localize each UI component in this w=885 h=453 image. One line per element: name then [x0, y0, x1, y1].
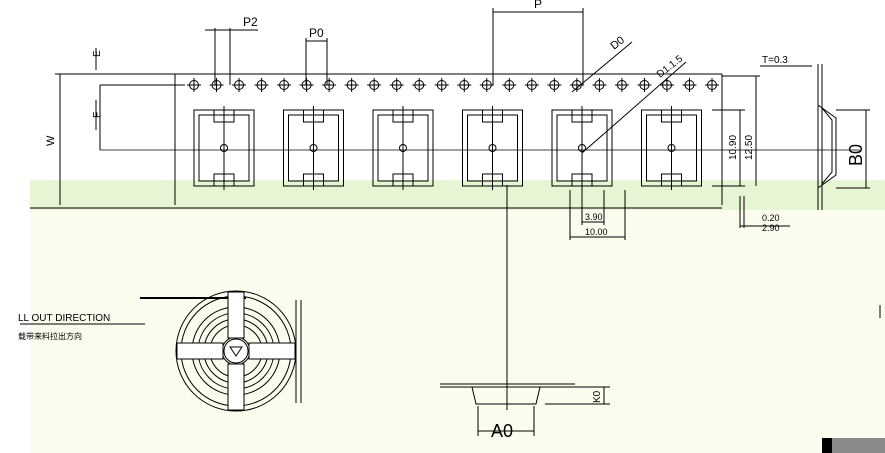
sprocket-hole — [434, 78, 449, 92]
sprocket-hole — [569, 78, 584, 92]
sprocket-hole — [367, 78, 382, 92]
sprocket-hole — [705, 78, 719, 92]
green-band — [30, 180, 885, 210]
lower-panel — [30, 205, 885, 453]
sprocket-hole — [682, 78, 697, 92]
e-label: E — [92, 50, 103, 57]
sprocket-hole — [209, 78, 224, 92]
corner-block-dark — [822, 438, 832, 453]
b0-label: B0 — [846, 144, 866, 166]
dim-10-00: 10.00 — [585, 227, 608, 237]
hole-leaders — [571, 41, 687, 154]
sprocket-hole — [659, 78, 674, 92]
sprocket-hole — [547, 78, 562, 92]
pocket — [372, 106, 434, 190]
sprocket-hole — [232, 78, 247, 92]
f-label: F — [92, 112, 103, 118]
dim-0-20: 0.20 — [762, 213, 780, 223]
dim-2-90: 2.90 — [762, 223, 780, 233]
p2-dimension — [205, 28, 258, 85]
sprocket-hole — [524, 78, 539, 92]
p2-label: P2 — [243, 15, 258, 29]
p-label: P — [534, 0, 542, 11]
sprocket-hole — [502, 78, 517, 92]
sprocket-hole — [457, 78, 472, 92]
sprocket-hole — [389, 78, 404, 92]
a0-label: A0 — [491, 421, 513, 441]
t-label: T=0.3 — [762, 55, 788, 66]
pocket — [641, 106, 702, 190]
pocket — [462, 106, 523, 190]
pocket — [551, 106, 613, 190]
sprocket-hole — [592, 78, 607, 92]
pocket-row — [193, 106, 702, 190]
pitch-dimensions — [569, 190, 626, 240]
reel-spokes — [176, 291, 296, 411]
sprocket-hole — [187, 78, 201, 92]
p0-label: P0 — [309, 26, 324, 40]
pull-out-en: LL OUT DIRECTION — [18, 313, 110, 324]
pocket — [193, 106, 255, 190]
p0-dimension — [305, 38, 328, 85]
sprocket-hole — [254, 78, 269, 92]
sprocket-hole — [322, 78, 337, 92]
sprocket-hole — [344, 78, 359, 92]
sprocket-hole — [614, 78, 629, 92]
dim-3-90: 3.90 — [585, 212, 603, 222]
pocket — [283, 106, 344, 190]
side-profile — [739, 64, 870, 228]
p-dimension — [492, 8, 584, 85]
dim-10-90: 10.90 — [728, 135, 739, 160]
dim-12-50: 12.50 — [744, 135, 755, 160]
d0-label: D0 — [608, 34, 626, 52]
sprocket-hole — [637, 78, 652, 92]
pull-out-cn: 载带来料拉出方向 — [18, 331, 82, 341]
pocket-cross-section — [440, 383, 610, 436]
k0-label: K0 — [592, 390, 603, 403]
corner-block — [822, 438, 885, 453]
height-dimensions — [712, 75, 760, 187]
sprocket-hole — [479, 78, 494, 92]
w-label: W — [45, 135, 57, 146]
sprocket-hole — [299, 78, 314, 92]
sprocket-hole — [412, 78, 427, 92]
sprocket-hole — [277, 78, 292, 92]
sprocket-hole-row — [187, 78, 719, 92]
